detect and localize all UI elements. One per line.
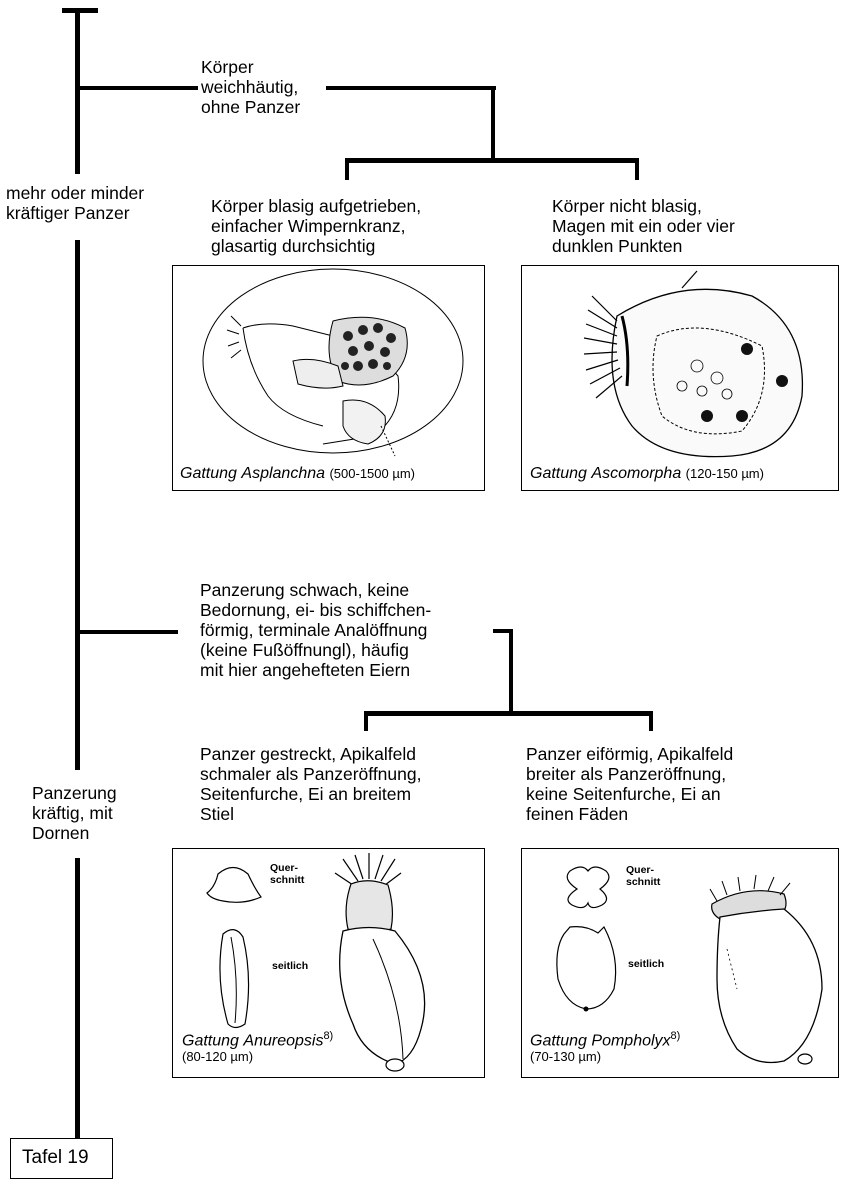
node-koerper-nicht-blasig: Körper nicht blasig, Magen mit ein oder … — [552, 196, 735, 256]
caption-pompholyx-size: (70-130 µm) — [530, 1049, 601, 1064]
branch-1-left — [80, 86, 198, 90]
caption-ascomorpha-prefix: Gattung — [530, 465, 587, 482]
split-1-horizontal — [345, 158, 639, 163]
node-koerper-blasig: Körper blasig aufgetrieben, einfacher Wi… — [211, 196, 421, 256]
split-1-left-drop — [345, 158, 349, 180]
node-panzer-eifoermig: Panzer eiförmig, Apikalfeld breiter als … — [526, 744, 733, 824]
caption-asplanchna: Gattung Asplanchna (500-1500 µm) — [180, 465, 415, 483]
split-1-right-drop — [635, 158, 639, 180]
trunk-top-bar — [62, 8, 98, 13]
ascomorpha-illustration — [522, 266, 840, 492]
anureopsis-label-querschnitt: Quer- schnitt — [270, 862, 304, 886]
caption-pompholyx-footnote: 8) — [671, 1030, 681, 1042]
caption-pompholyx: Gattung Pompholyx8) — [530, 1030, 680, 1050]
caption-asplanchna-prefix: Gattung — [180, 465, 237, 482]
split-2-right-drop — [649, 711, 653, 731]
node-panzerung-schwach: Panzerung schwach, keine Bedornung, ei- … — [200, 580, 431, 680]
caption-ascomorpha-size: (120-150 µm) — [686, 466, 764, 481]
label-panzerung-kraeftig-mit-dornen: Panzerung kräftig, mit Dornen — [32, 783, 117, 843]
node-panzer-gestreckt: Panzer gestreckt, Apikalfeld schmaler al… — [200, 744, 421, 824]
figure-box-ascomorpha — [521, 265, 839, 491]
caption-ascomorpha: Gattung Ascomorpha (120-150 µm) — [530, 465, 764, 483]
caption-pompholyx-prefix: Gattung — [530, 1032, 587, 1049]
split-2-left-drop — [364, 711, 368, 731]
label-mehr-oder-minder-kraeftiger-panzer: mehr oder minder kräftiger Panzer — [6, 183, 144, 223]
caption-anureopsis-footnote: 8) — [323, 1030, 333, 1042]
split-2-horizontal — [364, 711, 653, 716]
figure-box-asplanchna — [172, 265, 485, 491]
anureopsis-label-seitlich: seitlich — [272, 960, 308, 972]
pompholyx-label-querschnitt: Quer- schnitt — [626, 864, 660, 888]
trunk-segment-2 — [75, 240, 80, 770]
asplanchna-illustration — [173, 266, 486, 492]
caption-pompholyx-genus: Pompholyx — [591, 1032, 670, 1049]
caption-anureopsis: Gattung Anureopsis8) — [182, 1030, 333, 1050]
branch-1-down — [491, 86, 495, 162]
trunk-segment-3 — [75, 858, 80, 1155]
caption-anureopsis-genus: Anureopsis — [243, 1032, 323, 1049]
caption-asplanchna-genus: Asplanchna — [241, 465, 325, 482]
caption-anureopsis-prefix: Gattung — [182, 1032, 239, 1049]
branch-1-right — [326, 86, 496, 90]
tafel-reference-box[interactable]: Tafel 19 — [10, 1138, 113, 1179]
pompholyx-label-seitlich: seitlich — [628, 958, 664, 970]
caption-anureopsis-size: (80-120 µm) — [182, 1049, 253, 1064]
caption-asplanchna-size: (500-1500 µm) — [329, 466, 415, 481]
caption-ascomorpha-genus: Ascomorpha — [591, 465, 681, 482]
trunk-segment-1 — [75, 8, 80, 174]
tafel-reference-label: Tafel 19 — [22, 1147, 89, 1169]
branch-2-down — [509, 629, 513, 713]
node-koerper-weichhaeutig: Körper weichhäutig, ohne Panzer — [201, 57, 300, 117]
branch-2-left — [80, 630, 178, 634]
